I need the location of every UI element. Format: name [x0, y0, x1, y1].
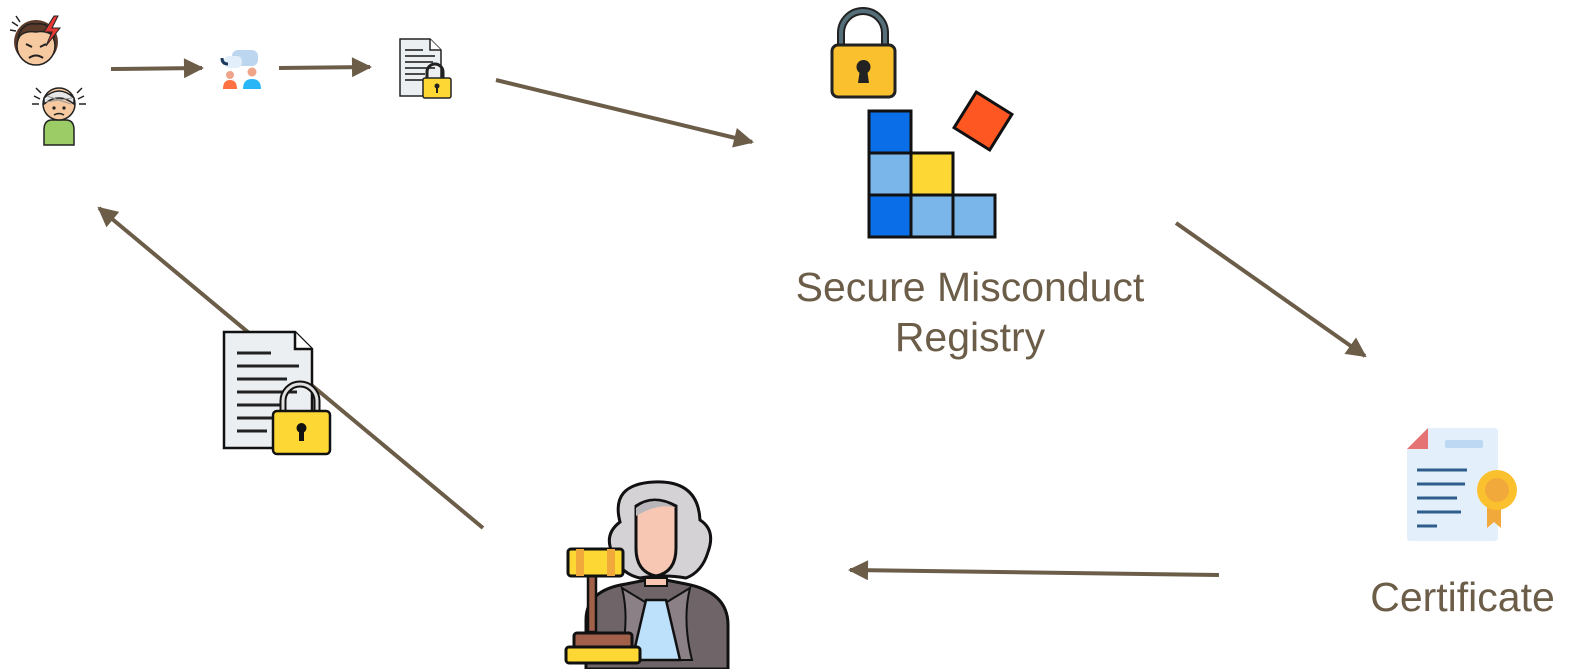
- judge-icon: [584, 480, 730, 669]
- registry-label-line1: Secure Misconduct: [795, 264, 1145, 310]
- arrow-persons-to-chat: [110, 58, 204, 79]
- blocks-icon: [867, 89, 1015, 239]
- locked-document-icon: [222, 330, 332, 456]
- arrow-document-to-registry: [495, 78, 754, 148]
- gavel-icon: [564, 547, 642, 665]
- certificate-icon: [1407, 428, 1517, 541]
- locked-document-icon: [399, 38, 452, 99]
- arrow-certificate-to-judge: [848, 560, 1220, 581]
- arrow-chat-to-document: [278, 57, 372, 78]
- registry-label-line2: Registry: [894, 314, 1046, 360]
- arrow-registry-to-certificate: [1174, 221, 1367, 358]
- registry-label: Secure Misconduct Registry: [770, 262, 1170, 362]
- certificate-label: Certificate: [1370, 574, 1555, 620]
- conversation-icon: [220, 50, 261, 89]
- padlock-icon: [830, 7, 897, 99]
- injured-person-icon: [32, 87, 86, 146]
- angry-person-icon: [9, 15, 62, 66]
